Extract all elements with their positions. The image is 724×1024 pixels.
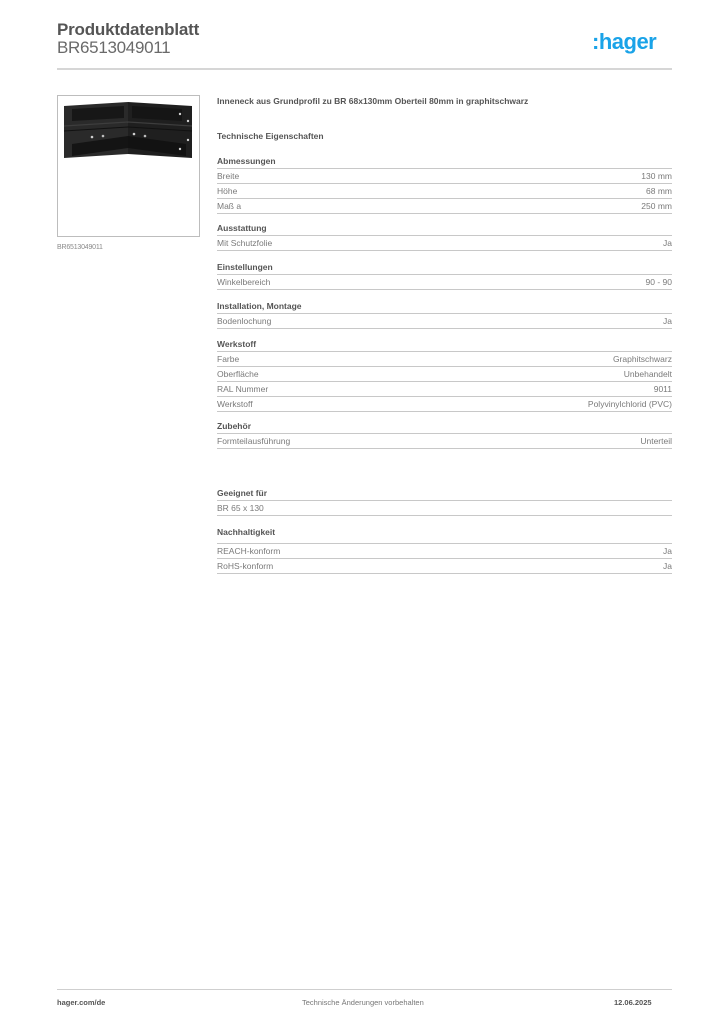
- spec-row: Mit Schutzfolie Ja: [217, 236, 672, 251]
- spec-label: Breite: [217, 171, 240, 181]
- spec-group-installation: Installation, Montage Bodenlochung Ja: [217, 300, 672, 329]
- hager-logo: :hager: [592, 29, 657, 54]
- image-caption: BR6513049011: [57, 244, 103, 251]
- spec-label: Mit Schutzfolie: [217, 238, 273, 248]
- group-title: Geeignet für: [217, 487, 672, 501]
- spec-label: Höhe: [217, 186, 238, 196]
- spec-row: RoHS-konform Ja: [217, 559, 672, 574]
- spec-value: Ja: [663, 546, 672, 556]
- spec-value: Ja: [663, 238, 672, 248]
- spec-value: Unbehandelt: [623, 369, 672, 379]
- spec-group-einstellungen: Einstellungen Winkelbereich 90 - 90: [217, 261, 672, 290]
- spec-label: Winkelbereich: [217, 277, 271, 287]
- spec-row: REACH-konform Ja: [217, 544, 672, 559]
- spec-row: Breite 130 mm: [217, 169, 672, 184]
- footer-website-link[interactable]: hager.com/de: [57, 998, 106, 1007]
- footer-divider: [57, 989, 672, 990]
- spec-group-abmessungen: Abmessungen Breite 130 mm Höhe 68 mm Maß…: [217, 155, 672, 214]
- spec-row: Werkstoff Polyvinylchlorid (PVC): [217, 397, 672, 412]
- spec-value: Ja: [663, 561, 672, 571]
- group-title: Nachhaltigkeit: [217, 526, 672, 544]
- spec-group-ausstattung: Ausstattung Mit Schutzfolie Ja: [217, 222, 672, 251]
- footer-disclaimer: Technische Änderungen vorbehalten: [302, 998, 424, 1007]
- spec-group-nachhaltigkeit: Nachhaltigkeit REACH-konform Ja RoHS-kon…: [217, 526, 672, 574]
- spec-label: RoHS-konform: [217, 561, 274, 571]
- group-title: Installation, Montage: [217, 300, 672, 314]
- technical-properties-heading: Technische Eigenschaften: [217, 131, 324, 141]
- spec-label: Werkstoff: [217, 399, 253, 409]
- spec-row: Maß a 250 mm: [217, 199, 672, 214]
- spec-label: Oberfläche: [217, 369, 259, 379]
- spec-label: Bodenlochung: [217, 316, 272, 326]
- spec-label: Formteilausführung: [217, 436, 291, 446]
- duct-corner-icon: [63, 102, 193, 158]
- spec-row: Oberfläche Unbehandelt: [217, 367, 672, 382]
- spec-row: RAL Nummer 9011: [217, 382, 672, 397]
- spec-value: 130 mm: [641, 171, 672, 181]
- spec-row: Bodenlochung Ja: [217, 314, 672, 329]
- page-title: Produktdatenblatt: [57, 20, 200, 39]
- group-title: Ausstattung: [217, 222, 672, 236]
- spec-value: 9011: [653, 384, 672, 394]
- spec-row: Formteilausführung Unterteil: [217, 434, 672, 449]
- product-description: Inneneck aus Grundprofil zu BR 68x130mm …: [217, 96, 529, 106]
- spec-value: Ja: [663, 316, 672, 326]
- footer-date: 12.06.2025: [614, 998, 652, 1007]
- product-sku: BR6513049011: [57, 38, 171, 57]
- group-title: Werkstoff: [217, 338, 672, 352]
- spec-group-werkstoff: Werkstoff Farbe Graphitschwarz Oberfläch…: [217, 338, 672, 412]
- spec-label: REACH-konform: [217, 546, 281, 556]
- product-image: [57, 95, 200, 237]
- spec-row: BR 65 x 130: [217, 501, 672, 516]
- spec-group-geeignet-fuer: Geeignet für BR 65 x 130: [217, 487, 672, 516]
- header-divider: [57, 68, 672, 70]
- spec-value: 250 mm: [641, 201, 672, 211]
- spec-value: Graphitschwarz: [612, 354, 672, 364]
- group-title: Zubehör: [217, 420, 672, 434]
- spec-value: 90 - 90: [645, 277, 672, 287]
- spec-value: Polyvinylchlorid (PVC): [587, 399, 672, 409]
- spec-label: BR 65 x 130: [217, 503, 264, 513]
- spec-value: Unterteil: [640, 436, 672, 446]
- spec-label: Farbe: [217, 354, 240, 364]
- spec-label: Maß a: [217, 201, 242, 211]
- spec-row: Farbe Graphitschwarz: [217, 352, 672, 367]
- group-title: Abmessungen: [217, 155, 672, 169]
- spec-label: RAL Nummer: [217, 384, 269, 394]
- spec-row: Höhe 68 mm: [217, 184, 672, 199]
- spec-row: Winkelbereich 90 - 90: [217, 275, 672, 290]
- spec-value: 68 mm: [646, 186, 672, 196]
- group-title: Einstellungen: [217, 261, 672, 275]
- spec-group-zubehoer: Zubehör Formteilausführung Unterteil: [217, 420, 672, 449]
